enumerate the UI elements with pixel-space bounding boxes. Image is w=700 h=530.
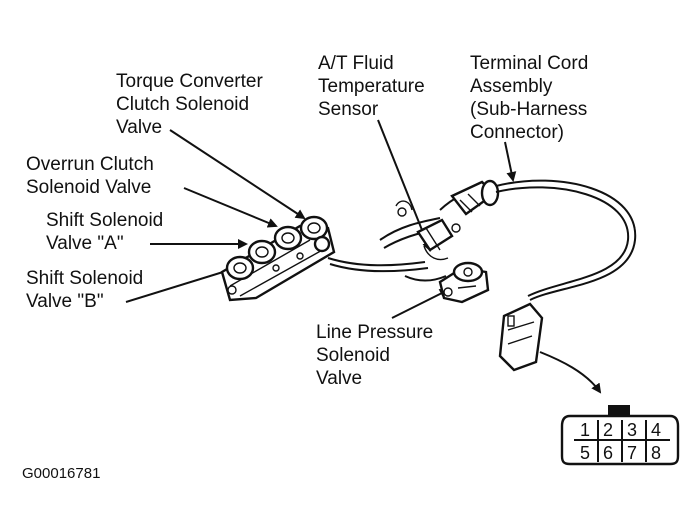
leader-line-pressure — [391, 289, 450, 319]
label-overrun-clutch: Overrun Clutch Solenoid Valve — [26, 154, 159, 198]
leader-overrun — [183, 187, 278, 228]
figure-id: G00016781 — [22, 465, 100, 482]
leader-shift-b — [125, 265, 238, 303]
shift-solenoid-b-part — [225, 255, 255, 281]
leader-fluid-temp — [377, 119, 432, 252]
label-fluid-temp-sensor: A/T Fluid Temperature Sensor — [318, 53, 430, 120]
line-pressure-solenoid-part — [438, 261, 490, 304]
label-tcc-solenoid: Torque Converter Clutch Solenoid Valve — [116, 71, 268, 138]
connector-pin-4: 4 — [651, 420, 661, 440]
terminal-cord-assembly — [450, 179, 637, 301]
shift-solenoid-a-part — [247, 239, 277, 265]
tcc-solenoid-part — [299, 215, 329, 241]
connector-pin-3: 3 — [627, 420, 637, 440]
leader-terminal-cord — [504, 141, 517, 182]
connector-pin-1: 1 — [580, 420, 590, 440]
fluid-temp-sensor-part — [395, 200, 461, 261]
connector-pin-2: 2 — [603, 420, 613, 440]
connector-view-arrow — [539, 351, 602, 394]
overrun-solenoid-part — [273, 225, 303, 251]
label-line-pressure: Line Pressure Solenoid Valve — [316, 322, 439, 389]
solenoid-body — [220, 215, 336, 302]
connector-pin-7: 7 — [627, 443, 637, 463]
connector-pin-face: 1 2 3 4 5 6 7 8 — [560, 405, 680, 466]
connector-key-tab — [608, 405, 630, 416]
label-shift-solenoid-b: Shift Solenoid Valve "B" — [26, 268, 149, 312]
connector-pin-6: 6 — [603, 443, 613, 463]
label-terminal-cord: Terminal Cord Assembly (Sub-Harness Conn… — [470, 53, 594, 143]
leader-tcc — [169, 129, 306, 220]
cord-connector-plug — [498, 302, 544, 372]
connector-pin-8: 8 — [651, 443, 661, 463]
connector-pin-5: 5 — [580, 443, 590, 463]
label-shift-solenoid-a: Shift Solenoid Valve "A" — [46, 210, 169, 254]
